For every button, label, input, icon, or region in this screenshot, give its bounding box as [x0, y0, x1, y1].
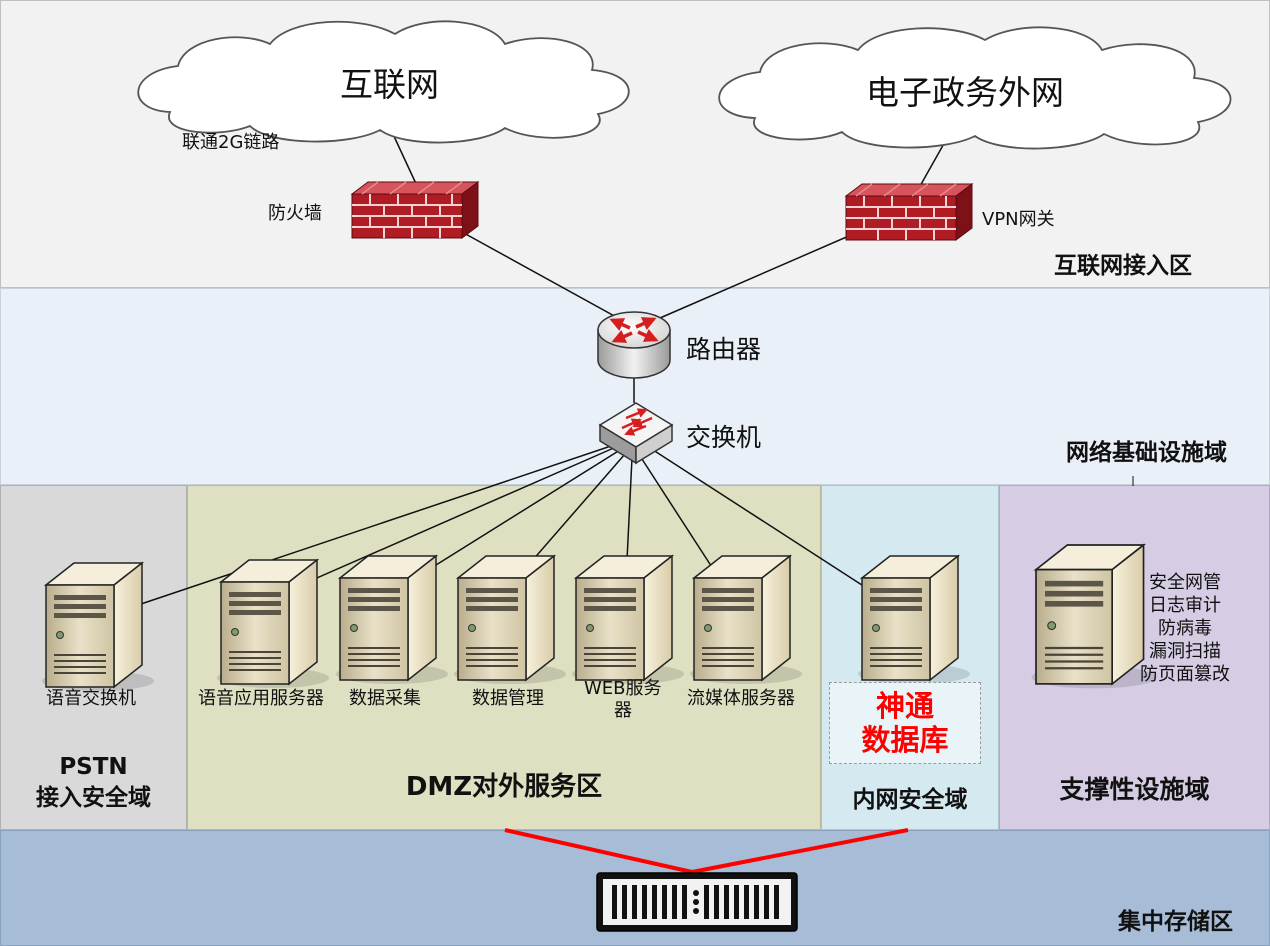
pstn-zone-title: PSTN 接入安全域	[0, 752, 187, 814]
voice-switch-label: 语音交换机	[46, 688, 136, 709]
dmz-zone-title: DMZ对外服务区	[405, 772, 603, 802]
support-service-item: 防页面篡改	[1140, 664, 1230, 685]
data-management-label: 数据管理	[472, 688, 544, 709]
streaming-server-label: 流媒体服务器	[687, 688, 795, 709]
vpn-gateway-label: VPN网关	[982, 209, 1055, 230]
brick-wall-icon	[845, 183, 973, 241]
tower-server-icon	[41, 562, 155, 692]
database-label-line2: 数据库	[861, 723, 949, 757]
tower-server-icon	[216, 559, 330, 689]
switch-label: 交换机	[686, 423, 762, 452]
firewall-label: 防火墙	[268, 203, 322, 224]
unicom-link-label: 联通2G链路	[182, 132, 280, 153]
tower-server-icon	[1030, 543, 1159, 690]
support-service-item: 漏洞扫描	[1149, 641, 1221, 662]
router-label: 路由器	[686, 335, 762, 364]
tower-server-icon	[335, 555, 449, 685]
router-icon	[597, 311, 671, 379]
database-label-line1: 神通	[875, 689, 934, 723]
rack-storage-icon	[596, 872, 798, 932]
pstn-zone-title-line2: 接入安全域	[36, 785, 151, 811]
switch-icon	[598, 402, 674, 465]
tower-server-icon	[857, 555, 971, 685]
intranet-zone-title: 内网安全域	[852, 787, 968, 813]
support-zone-title: 支撑性设施域	[1059, 775, 1210, 804]
support-service-item: 防病毒	[1158, 618, 1212, 639]
support-service-item: 日志审计	[1149, 595, 1221, 616]
voice-app-server-label: 语音应用服务器	[198, 688, 324, 709]
support-service-item: 安全网管	[1149, 572, 1221, 593]
database-box: 神通 数据库	[829, 682, 981, 764]
cloud-icon	[137, 20, 630, 144]
web-server-label-line1: WEB服务	[584, 678, 662, 699]
internet-cloud-label: 互联网	[340, 65, 439, 104]
egov-cloud-label: 电子政务外网	[866, 73, 1064, 112]
data-collection-label: 数据采集	[349, 688, 421, 709]
support-services-list: 安全网管 日志审计 防病毒 漏洞扫描 防页面篡改	[1140, 571, 1230, 686]
tower-server-icon	[571, 555, 685, 685]
web-server-label-line2: 器	[614, 700, 632, 721]
brick-wall-icon	[351, 181, 479, 239]
infrastructure-zone-title: 网络基础设施域	[1066, 440, 1227, 466]
cloud-icon	[718, 26, 1232, 150]
tower-server-icon	[453, 555, 567, 685]
internet-access-zone-title: 互联网接入区	[1054, 253, 1192, 279]
tower-server-icon	[689, 555, 803, 685]
connection-lines	[137, 131, 947, 606]
storage-links	[504, 828, 909, 874]
pstn-zone-title-line1: PSTN	[59, 754, 128, 780]
storage-zone-title: 集中存储区	[1118, 909, 1233, 935]
